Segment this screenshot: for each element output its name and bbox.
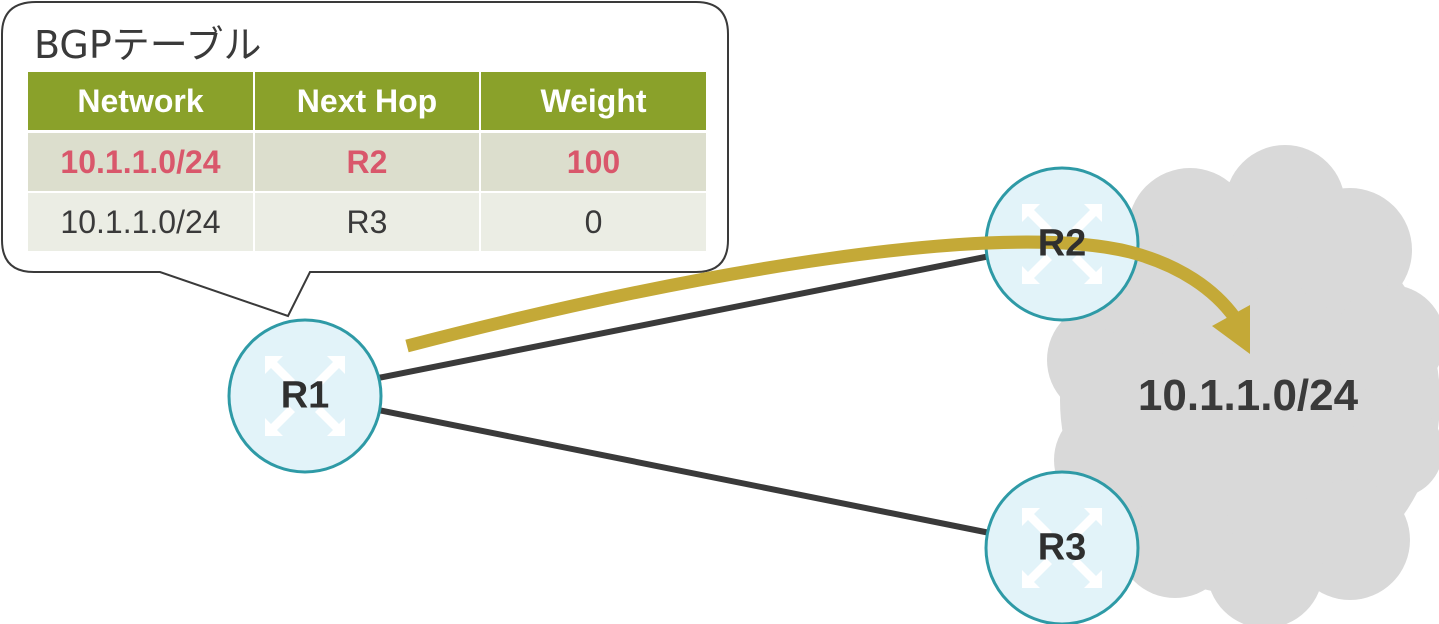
cell-weight: 100 [480,131,706,193]
bgp-table: Network Next Hop Weight 10.1.1.0/24 R2 1… [28,72,706,253]
router-label-r1: R1 [280,374,330,417]
cell-network: 10.1.1.0/24 [28,192,255,253]
cell-next-hop: R3 [254,192,481,253]
cell-next-hop: R2 [254,131,481,193]
best-path-arrowhead-icon [1212,305,1250,354]
best-path-arrow [405,235,1241,353]
bubble-title: BGPテーブル [34,23,262,67]
network-cloud-icon [1047,145,1439,624]
table-header-row: Network Next Hop Weight [28,72,706,133]
header-next-hop: Next Hop [254,72,481,133]
router-label-r2: R2 [1037,222,1087,265]
cell-weight: 0 [480,192,706,253]
router-r1 [227,318,383,474]
link-r1-r3 [377,407,991,536]
router-r3 [984,470,1140,624]
header-network: Network [28,72,255,133]
cell-network: 10.1.1.0/24 [28,131,255,193]
header-weight: Weight [480,72,706,133]
table-row: 10.1.1.0/24 R2 100 [28,131,706,193]
router-label-r3: R3 [1037,526,1087,569]
table-row: 10.1.1.0/24 R3 0 [28,192,706,253]
link-r1-r2 [377,253,991,381]
destination-network-label: 10.1.1.0/24 [1137,371,1359,420]
